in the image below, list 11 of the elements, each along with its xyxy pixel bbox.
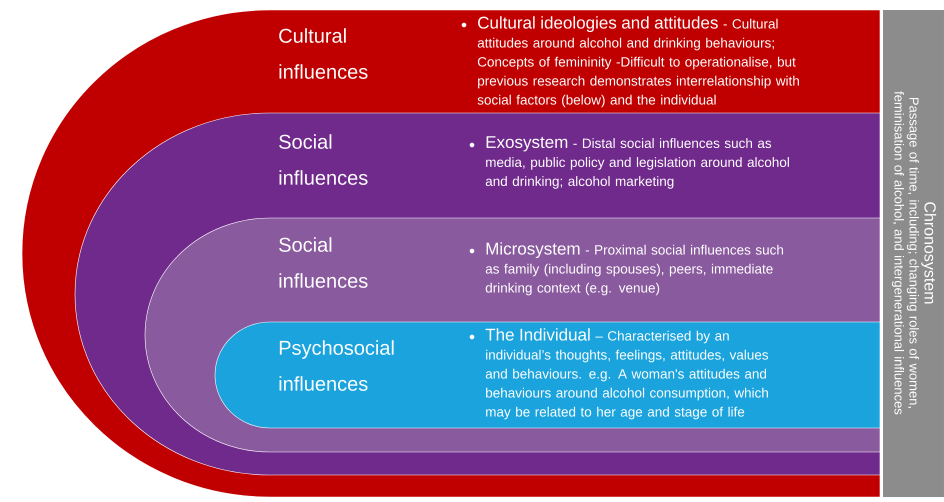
- bullet-text: Microsystem - Proximal social influences such as family (including spouses), peers, immediate drinking context (e.g. venue): [486, 242, 783, 296]
- bullet-text: Exosystem - Distal social influences such as media, public policy and legislation around alcohol and drinking; alcohol marketing: [486, 136, 789, 189]
- side-bar-text: Chronosystem Passage of time, including; changing roles of women, feminisation of alcohol, and intergenerational influences: [892, 91, 936, 414]
- band-heading: Psychosocial influences: [280, 340, 394, 391]
- band-heading: Social influences: [279, 237, 368, 288]
- nested-band: [214, 322, 880, 428]
- bullet-text: Cultural ideologies and attitudes - Cultural attitudes around alcohol and drinking behaviours; Concepts of femininity -Difficult to operationalise, but previous research demonstrates interrelationship with social factors (below) and the individual: [478, 16, 799, 108]
- band-heading: Cultural influences: [279, 28, 368, 79]
- band-heading: Social influences: [279, 134, 368, 185]
- bullet-text: The Individual – Characterised by an individual’s thoughts, feelings, attitudes, values and behaviours. e.g. A woman's attitudes and behaviours around alcohol consumption, which may be related to her age and stage of life: [486, 328, 768, 420]
- side-bar: [883, 10, 944, 497]
